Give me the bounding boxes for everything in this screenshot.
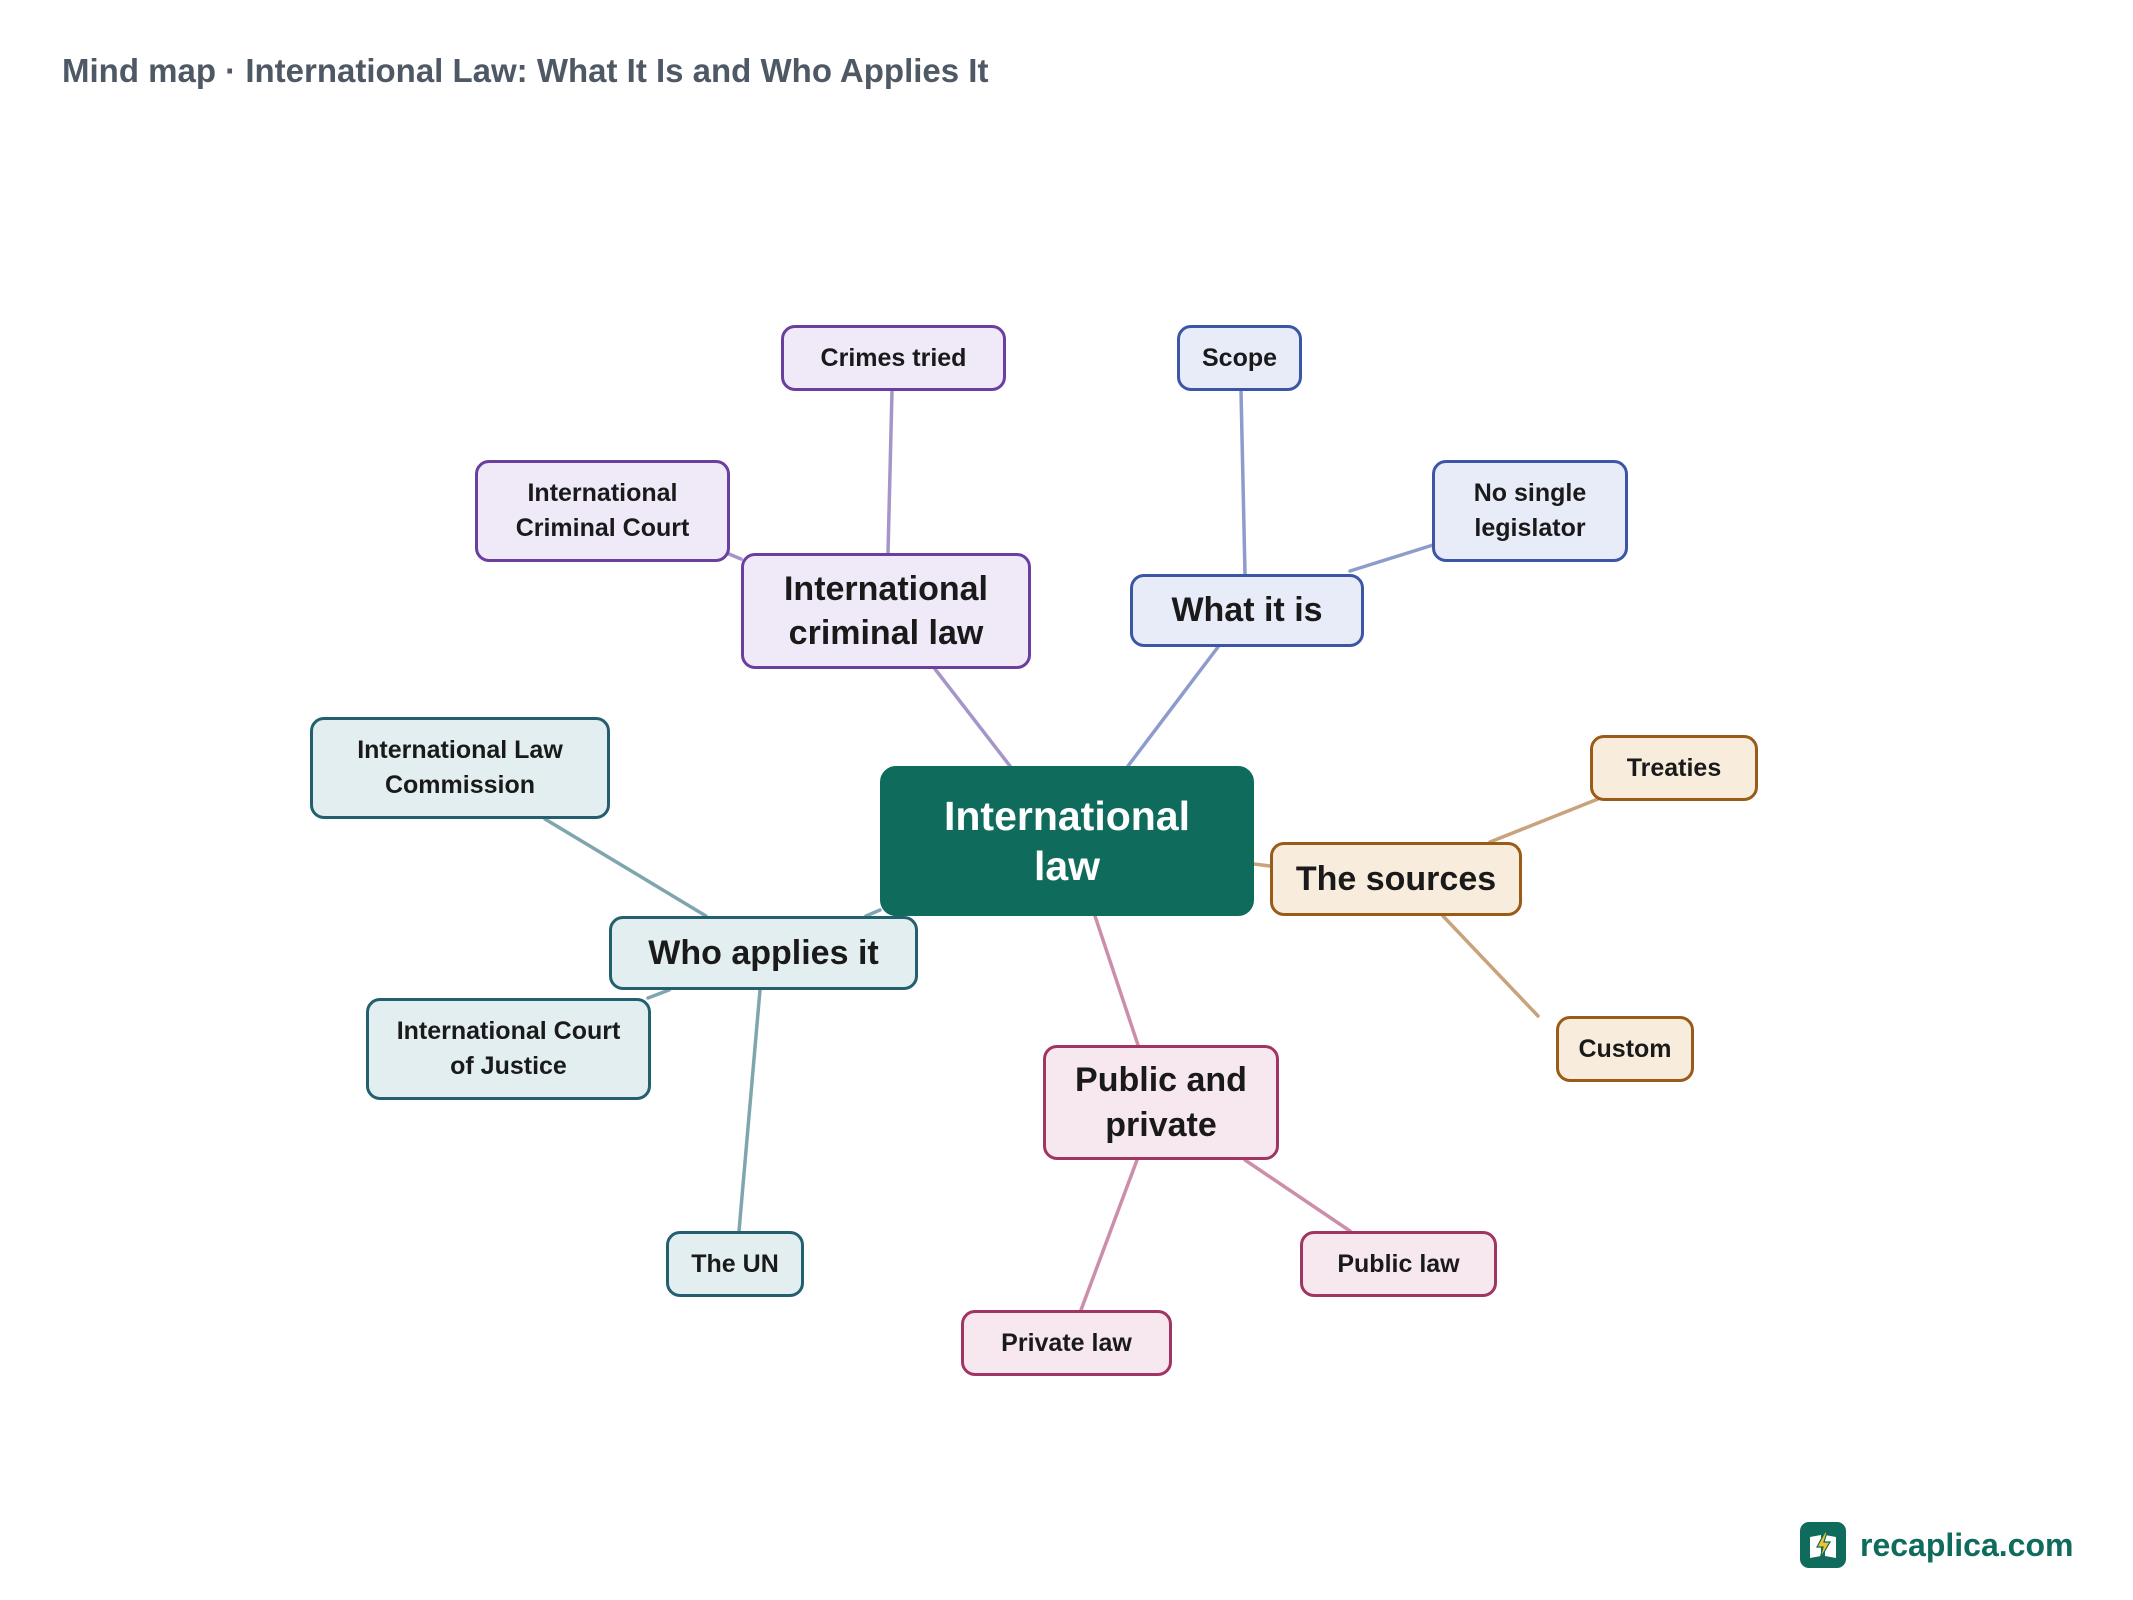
edge-root-who (864, 908, 882, 918)
lightning-book-icon (1800, 1522, 1846, 1568)
edge-root-public (1093, 914, 1140, 1047)
edge-sources-custom (1441, 914, 1540, 1018)
edge-root-what (1126, 645, 1220, 768)
leaf-private-law[interactable]: Private law (961, 1310, 1172, 1376)
leaf-international-law-commission[interactable]: International Law Commission (310, 717, 610, 819)
edge-what-scope (1239, 389, 1247, 576)
edge-root-criminal (933, 667, 1012, 768)
leaf-public-law[interactable]: Public law (1300, 1231, 1497, 1297)
edge-criminal-crimes (886, 389, 894, 555)
leaf-international-court-of-justice[interactable]: International Court of Justice (366, 998, 651, 1100)
brand-logo[interactable]: recaplica.com (1800, 1522, 2073, 1568)
page-title: Mind map · International Law: What It Is… (62, 52, 989, 89)
edge-criminal-icc (727, 552, 743, 561)
leaf-no-single-legislator[interactable]: No single legislator (1432, 460, 1628, 562)
root-node[interactable]: International law (880, 766, 1254, 916)
leaf-international-criminal-court[interactable]: International Criminal Court (475, 460, 730, 562)
leaf-scope[interactable]: Scope (1177, 325, 1302, 391)
edge-public-publiclaw (1243, 1158, 1352, 1233)
branch-the-sources[interactable]: The sources (1270, 842, 1522, 916)
edge-root-sources (1252, 862, 1272, 868)
edge-public-privatelaw (1079, 1158, 1139, 1312)
edge-sources-treaties (1488, 797, 1600, 844)
leaf-the-un[interactable]: The UN (666, 1231, 804, 1297)
leaf-custom[interactable]: Custom (1556, 1016, 1694, 1082)
branch-who-applies-it[interactable]: Who applies it (609, 916, 918, 990)
leaf-treaties[interactable]: Treaties (1590, 735, 1758, 801)
branch-public-and-private[interactable]: Public and private (1043, 1045, 1279, 1160)
edge-what-legislator (1348, 543, 1435, 573)
brand-name: recaplica.com (1860, 1526, 2074, 1563)
edge-who-ilc (543, 817, 708, 918)
edge-who-icj (646, 988, 671, 1000)
edge-who-un (737, 988, 762, 1233)
leaf-crimes-tried[interactable]: Crimes tried (781, 325, 1006, 391)
branch-international-criminal-law[interactable]: International criminal law (741, 553, 1031, 669)
branch-what-it-is[interactable]: What it is (1130, 574, 1364, 647)
